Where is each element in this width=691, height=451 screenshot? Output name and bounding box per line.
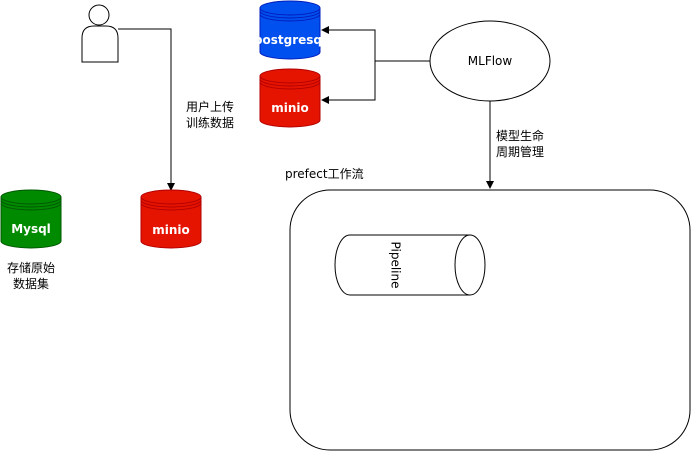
minio-top-label: minio: [271, 101, 309, 115]
mlflow-to-minio-arrow: [321, 61, 376, 104]
lifecycle-label-line2: 周期管理: [496, 144, 544, 159]
minio-left-label: minio: [152, 223, 190, 237]
prefect-workflow-box: [289, 189, 691, 451]
postgresql-label: postgresql: [254, 33, 326, 47]
mysql-caption-line2: 数据集: [13, 276, 49, 291]
prefect-label: prefect工作流: [285, 167, 364, 181]
mlflow-to-postgresql-arrow: [321, 26, 430, 62]
minio-top-database: minio: [259, 68, 321, 128]
upload-label-line2: 训练数据: [186, 115, 234, 130]
minio-left-database: minio: [140, 189, 202, 249]
mlflow-node: MLFlow: [429, 20, 551, 102]
mysql-label: Mysql: [11, 222, 51, 236]
upload-label-line1: 用户上传: [186, 99, 234, 114]
pipeline-node: Pipeline: [334, 234, 486, 296]
mlflow-label: MLFlow: [468, 54, 513, 68]
mysql-caption-line1: 存储原始: [7, 260, 55, 275]
user-icon: [81, 4, 119, 63]
lifecycle-label-line1: 模型生命: [496, 128, 544, 143]
mysql-database: Mysql: [0, 189, 62, 249]
pipeline-label: Pipeline: [389, 242, 403, 289]
upload-arrow: [118, 28, 175, 191]
postgresql-database: postgresql: [254, 0, 326, 60]
